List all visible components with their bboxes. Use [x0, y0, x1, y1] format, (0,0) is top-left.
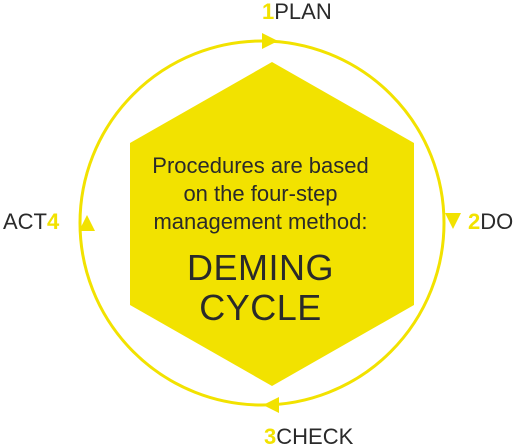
step-check-label: CHECK — [276, 424, 354, 447]
arrow-check-icon — [263, 397, 279, 413]
step-do-number: 2 — [468, 209, 481, 234]
center-hexagon — [130, 62, 414, 386]
description-line: Procedures are based — [152, 153, 369, 178]
step-do-label: DO — [480, 209, 514, 234]
step-check: 3CHECK — [264, 426, 353, 447]
step-do: 2DO — [468, 211, 513, 233]
step-act-label: ACT — [3, 209, 47, 234]
step-act: ACT4 — [3, 211, 59, 233]
center-title: DEMING CYCLE — [100, 248, 421, 328]
step-act-number: 4 — [47, 209, 60, 234]
step-plan-label: PLAN — [274, 0, 332, 24]
title-line: DEMING — [187, 247, 334, 288]
center-description: Procedures are based on the four-step ma… — [100, 152, 421, 236]
arrow-plan-icon — [262, 33, 278, 49]
description-line: management method: — [153, 209, 368, 234]
arrow-act-icon — [79, 215, 95, 231]
arrow-do-icon — [445, 213, 461, 229]
description-line: on the four-step — [183, 181, 338, 206]
step-plan-number: 1 — [262, 0, 275, 24]
step-plan: 1PLAN — [262, 1, 332, 23]
title-line: CYCLE — [199, 287, 322, 328]
step-check-number: 3 — [264, 424, 277, 447]
